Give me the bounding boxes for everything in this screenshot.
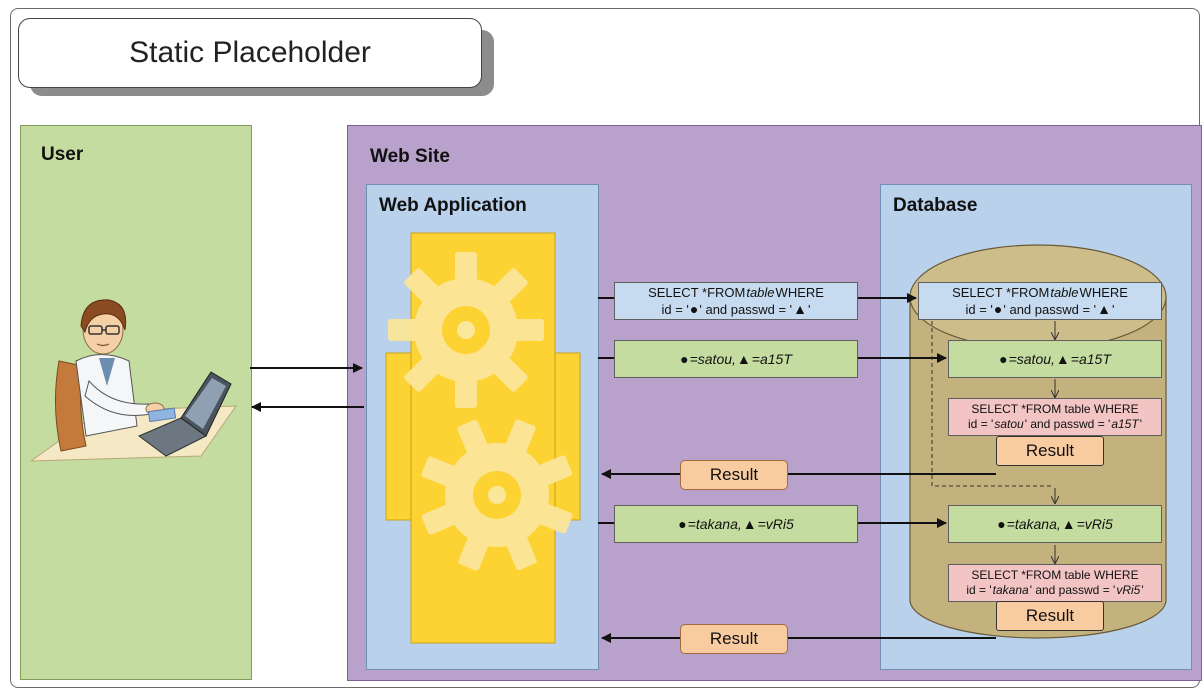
- circle-placeholder-icon: ●: [678, 515, 687, 532]
- triangle-placeholder-icon: ▲: [742, 515, 757, 532]
- triangle-placeholder-icon: ▲: [1055, 350, 1070, 367]
- web-application-panel: Web Application: [366, 184, 599, 670]
- circle-placeholder-icon: ●: [993, 301, 1003, 317]
- binding-2-db: ●=takana, ▲=vRi5: [948, 505, 1162, 543]
- filled-query-1: SELECT *FROM table WHERE id = 'satou' an…: [948, 398, 1162, 436]
- filled-query-2: SELECT *FROM table WHERE id = 'takana' a…: [948, 564, 1162, 602]
- user-panel: User: [20, 125, 252, 680]
- returned-result-2: Result: [680, 624, 788, 654]
- circle-placeholder-icon: ●: [689, 301, 699, 317]
- database-label: Database: [893, 195, 978, 216]
- circle-placeholder-icon: ●: [997, 515, 1006, 532]
- circle-placeholder-icon: ●: [680, 350, 689, 367]
- triangle-placeholder-icon: ▲: [736, 350, 751, 367]
- db-result-1: Result: [996, 436, 1104, 466]
- query-template-db: SELECT *FROM table WHERE id = '●' and pa…: [918, 282, 1162, 320]
- triangle-placeholder-icon: ▲: [1061, 515, 1076, 532]
- title-box: Static Placeholder: [18, 18, 482, 88]
- user-label: User: [41, 144, 84, 165]
- binding-1-db: ●=satou, ▲=a15T: [948, 340, 1162, 378]
- triangle-placeholder-icon: ▲: [793, 301, 808, 317]
- db-result-2: Result: [996, 601, 1104, 631]
- title-text: Static Placeholder: [129, 36, 371, 69]
- returned-result-1: Result: [680, 460, 788, 490]
- query-template-app: SELECT *FROM table WHERE id = '●' and pa…: [614, 282, 858, 320]
- user-at-computer-illustration: [31, 299, 237, 462]
- triangle-placeholder-icon: ▲: [1097, 301, 1112, 317]
- web-site-label: Web Site: [370, 146, 450, 167]
- binding-1-app: ●=satou, ▲=a15T: [614, 340, 858, 378]
- web-application-label: Web Application: [379, 195, 527, 216]
- circle-placeholder-icon: ●: [999, 350, 1008, 367]
- binding-2-app: ●=takana, ▲=vRi5: [614, 505, 858, 543]
